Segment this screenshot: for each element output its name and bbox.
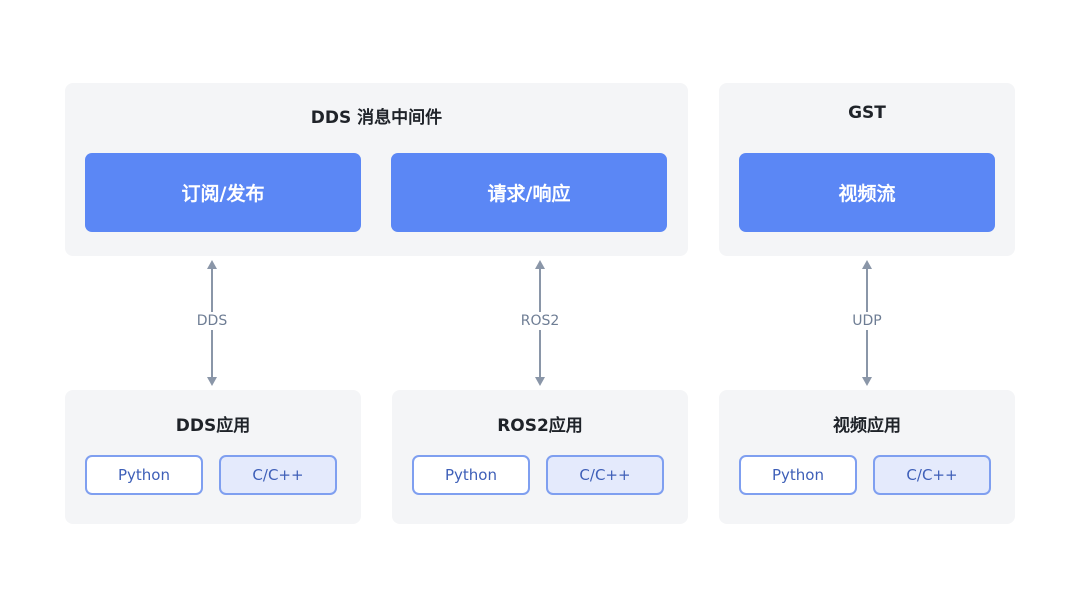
- video-app-title: 视频应用: [833, 416, 901, 436]
- gst-title: GST: [848, 103, 886, 123]
- connector-ros2: ROS2: [500, 258, 580, 388]
- connector-udp: UDP: [827, 258, 907, 388]
- dds-middleware-panel: DDS 消息中间件 订阅/发布 请求/响应: [65, 83, 688, 256]
- dds-middleware-title: DDS 消息中间件: [310, 108, 443, 128]
- connector-dds: DDS: [172, 258, 252, 388]
- python-chip: Python: [412, 455, 530, 495]
- request-response-box: 请求/响应: [391, 153, 667, 232]
- dds-app-panel: DDS应用 Python C/C++: [65, 390, 361, 524]
- dds-app-title: DDS应用: [175, 416, 251, 436]
- gst-panel: GST 视频流: [719, 83, 1015, 256]
- python-chip: Python: [85, 455, 203, 495]
- video-stream-box: 视频流: [739, 153, 995, 232]
- cpp-chip: C/C++: [873, 455, 991, 495]
- video-app-panel: 视频应用 Python C/C++: [719, 390, 1015, 524]
- ros2-app-panel: ROS2应用 Python C/C++: [392, 390, 688, 524]
- cpp-chip: C/C++: [546, 455, 664, 495]
- pubsub-box: 订阅/发布: [85, 153, 361, 232]
- python-chip: Python: [739, 455, 857, 495]
- connector-label-udp: UDP: [827, 312, 907, 330]
- connector-label-dds: DDS: [172, 312, 252, 330]
- connector-label-ros2: ROS2: [500, 312, 580, 330]
- cpp-chip: C/C++: [219, 455, 337, 495]
- ros2-app-title: ROS2应用: [497, 416, 583, 436]
